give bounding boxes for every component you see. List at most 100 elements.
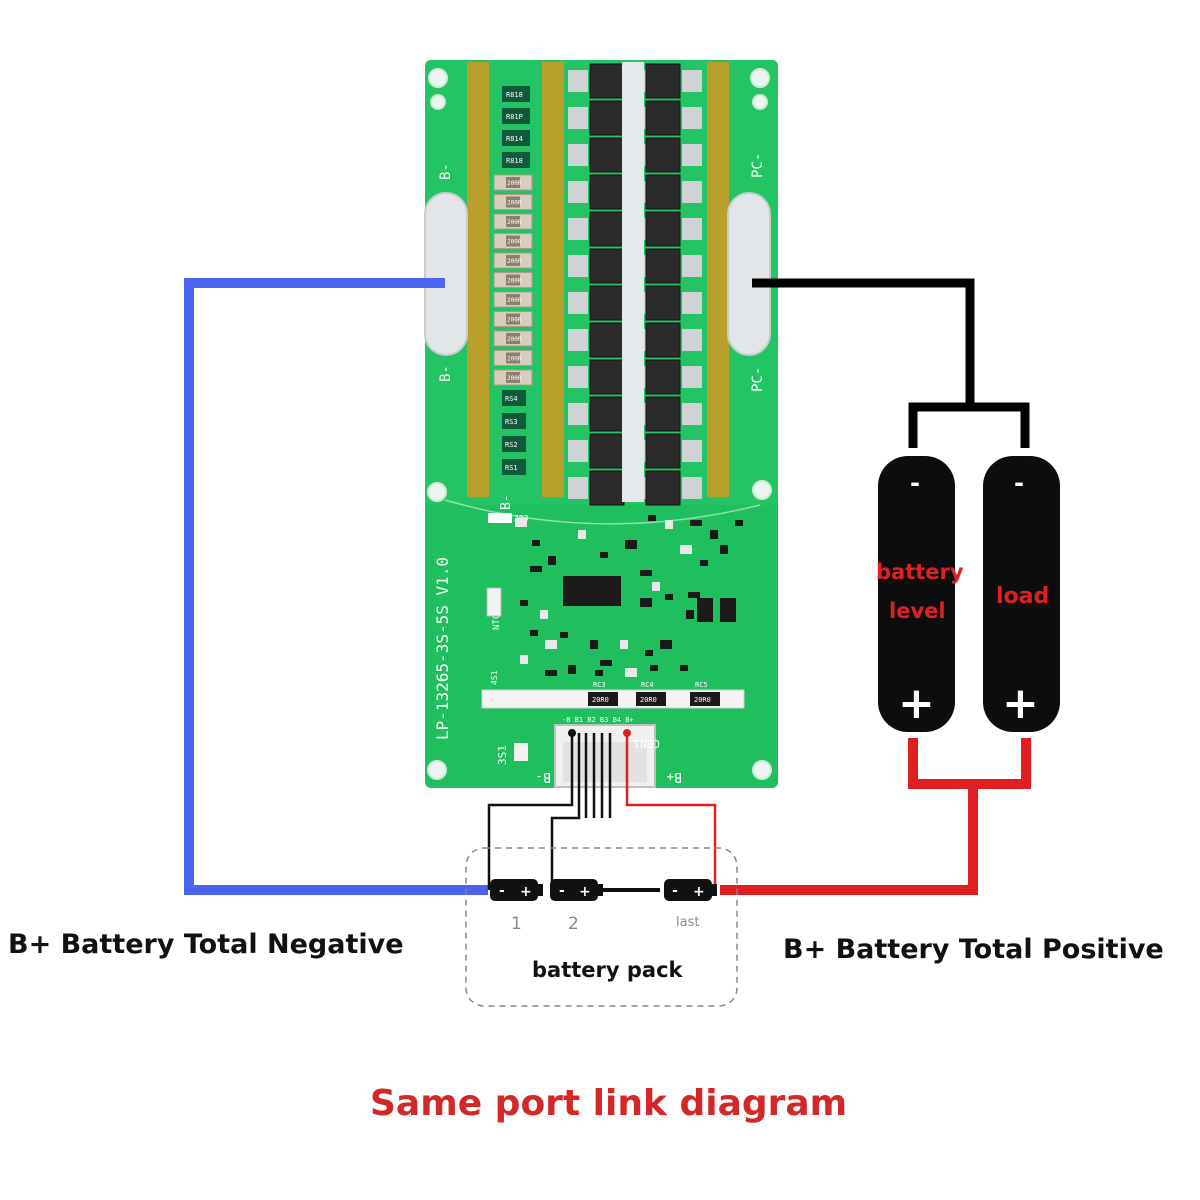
- bplus-label: B+: [666, 769, 682, 784]
- smd-part: [600, 552, 608, 558]
- resistor-label: RS2: [505, 441, 518, 449]
- mosfet-tab: [568, 440, 588, 462]
- resistor-value: 20R0: [640, 696, 657, 704]
- mosfet-tab: [568, 403, 588, 425]
- wire-dot: [623, 729, 631, 737]
- resistor-ref: RC5: [695, 681, 708, 689]
- battery-pack: - + - + - + 1 2 last battery pack: [465, 847, 738, 1007]
- smd-part: [540, 610, 548, 619]
- capacitor-value: 200R: [507, 200, 522, 207]
- smd-part: [600, 660, 612, 666]
- resistor-label: RS4: [505, 395, 518, 403]
- 4s1-label: 4S1: [490, 670, 499, 685]
- cell-plus: +: [898, 678, 935, 729]
- wires: [184, 278, 1031, 895]
- mosfet-tab: [568, 218, 588, 240]
- smd-part: [568, 665, 576, 674]
- jp3-pad: [488, 513, 512, 523]
- mosfet: [645, 63, 681, 99]
- load-label: load: [996, 584, 1049, 609]
- mosfet-tab: [568, 107, 588, 129]
- smd-part: [650, 665, 658, 671]
- smd-part: [532, 540, 540, 546]
- mosfet: [589, 100, 625, 136]
- mosfet-tab: [682, 292, 702, 314]
- smd-part: [545, 640, 557, 649]
- bus-bar: [467, 62, 489, 497]
- bminus-bottom-label: B-: [535, 769, 551, 784]
- b-minus-bar-label: B-: [499, 494, 514, 510]
- wire-positive-main: [720, 784, 978, 895]
- top-resistors: R818 R81P R814 R818: [502, 86, 530, 168]
- pad-left-top-label: B-: [438, 163, 454, 180]
- mosfet-tab: [568, 181, 588, 203]
- mosfet: [645, 396, 681, 432]
- mounting-hole: [752, 480, 772, 500]
- smd-part: [686, 610, 694, 619]
- smd-part: [688, 592, 700, 598]
- mosfet-tab: [682, 107, 702, 129]
- wire-positive: [908, 738, 1031, 789]
- capacitor-value: 200R: [507, 356, 522, 363]
- mosfet: [589, 433, 625, 469]
- mosfet: [645, 359, 681, 395]
- smd-part: [515, 518, 527, 527]
- ntc-label: NTC: [492, 614, 502, 630]
- smd-part: [640, 570, 652, 576]
- cell-label-2: 2: [568, 914, 579, 934]
- smd-part: [720, 545, 728, 554]
- mosfet-tab: [682, 366, 702, 388]
- smd-part: [625, 668, 637, 677]
- mosfet-tab: [682, 403, 702, 425]
- pack-cell-1: - +: [490, 879, 543, 901]
- mosfet-array: [568, 62, 702, 506]
- smd-part: [648, 515, 656, 521]
- control-ic: [563, 576, 621, 606]
- 3s1-label: 3S1: [496, 745, 509, 765]
- pad-right-bottom-label: PC-: [750, 367, 766, 392]
- resistor-label: R81P: [506, 113, 523, 121]
- mosfet: [645, 322, 681, 358]
- svg-text:+: +: [693, 884, 705, 900]
- smd-part: [735, 520, 743, 526]
- mounting-hole: [427, 482, 447, 502]
- board-model: LP-13265-3S-5S V1.0: [433, 557, 452, 740]
- smd-part: [595, 670, 603, 676]
- mounting-holes: [427, 68, 772, 780]
- resistor-label: R818: [506, 157, 523, 165]
- smd-part: [578, 530, 586, 539]
- mosfet-tab: [682, 218, 702, 240]
- smd-part: [520, 600, 528, 606]
- mosfet: [645, 211, 681, 247]
- svg-text:+: +: [579, 884, 591, 900]
- capacitor-value: 200R: [507, 258, 522, 265]
- smd-part: [590, 640, 598, 649]
- smd-part: [690, 520, 702, 526]
- mosfet: [589, 285, 625, 321]
- smd-part: [665, 594, 673, 600]
- mosfet-tab: [568, 329, 588, 351]
- capacitor-value: 200R: [507, 375, 522, 382]
- capacitor-value: 200R: [507, 317, 522, 324]
- mosfet: [645, 433, 681, 469]
- bus-bar: [542, 62, 564, 497]
- mosfet-tab: [682, 70, 702, 92]
- resistor-ref: RC3: [593, 681, 606, 689]
- mosfet-tab: [568, 255, 588, 277]
- mosfet: [589, 63, 625, 99]
- resistor-value: 20R0: [694, 696, 711, 704]
- wire-neg-split: [908, 402, 1030, 448]
- smd-part: [548, 556, 556, 565]
- cell-minus: -: [910, 469, 920, 497]
- mosfet-tab: [682, 255, 702, 277]
- mosfet: [645, 174, 681, 210]
- mosfet-tab: [568, 70, 588, 92]
- mounting-hole: [427, 760, 447, 780]
- label-total-negative: B+ Battery Total Negative: [8, 929, 404, 960]
- mosfet: [589, 322, 625, 358]
- battery-pack-outline: [465, 847, 738, 1007]
- smd-part: [680, 665, 688, 671]
- pad-left-bottom-label: B-: [438, 365, 454, 382]
- balance-wire: [550, 733, 581, 890]
- wire-negative: [184, 278, 488, 895]
